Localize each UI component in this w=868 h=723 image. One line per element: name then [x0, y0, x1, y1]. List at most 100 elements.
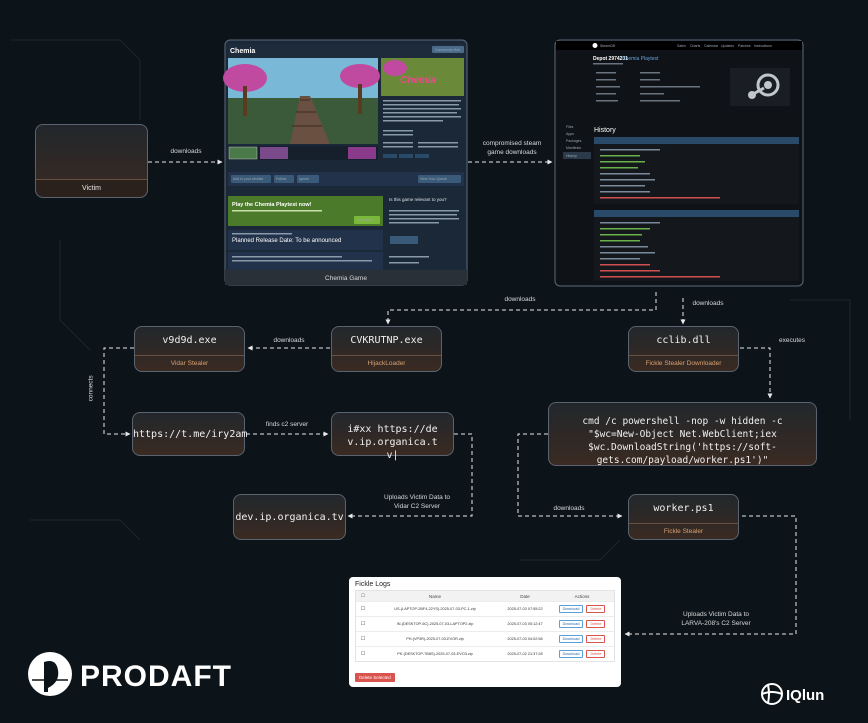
steam-store-screenshot: Community Hub Chemia Chemia: [223, 39, 468, 286]
vidar-filename: v9d9d.exe: [162, 335, 217, 346]
edge-label-victim-downloads: downloads: [170, 148, 202, 155]
steam-community-button[interactable]: Community Hub: [435, 48, 460, 52]
iqlun-wordmark: IQlun: [786, 687, 824, 704]
log-filename: US-(LAPTOP-2BF4-22YS)-2025-07-03-PC-1.zi…: [394, 607, 476, 611]
steamdb-side-apps[interactable]: Apps: [566, 132, 574, 136]
edge-label-cmd-worker: downloads: [553, 505, 585, 512]
row-checkbox[interactable]: ☐: [360, 636, 366, 642]
steam-game-title: Chemia: [230, 48, 255, 55]
telegram-url: https://t.me/iry2am: [133, 429, 248, 440]
log-date: 2025-07-03 04:02:58: [507, 637, 543, 641]
vidar-family: Vidar Stealer: [170, 360, 209, 367]
victim-node: Victim: [35, 124, 148, 198]
log-table-row: ☐ PK-(DESKTOP-7B8S)-2025-07-03-EVO3.zip 20…: [356, 646, 614, 661]
download-button[interactable]: Download: [558, 620, 584, 628]
release-date-text: Planned Release Date: To be announced: [232, 238, 341, 244]
log-rows: ☐ US-(LAPTOP-2BF4-22YS)-2025-07-03-PC-1.z…: [356, 601, 614, 661]
hijackloader-node: CVKRUTNP.exe HijackLoader: [331, 326, 442, 372]
edge-label-connects: connects: [87, 375, 95, 402]
edge-c2-to-orgtv: [347, 433, 473, 519]
worker-node: worker.ps1 Fickle Stealer: [628, 494, 739, 540]
depot-title: Depot 2974231: [593, 56, 628, 62]
prodaft-logo-icon: [28, 652, 72, 696]
edge-label-compromised-downloads: compromised steam game downloads: [482, 140, 542, 156]
log-filename: IN-(DESKTOP-6C)-2025-07-03-LAPTOP2.zip: [396, 622, 474, 626]
steamdb-nav-updates[interactable]: Updates: [721, 44, 734, 48]
download-button[interactable]: Download: [558, 650, 584, 658]
delete-selected-button[interactable]: Delete Selected: [355, 673, 395, 682]
edge-label-hijack-vidar: downloads: [273, 337, 305, 344]
col-date: Date: [520, 593, 530, 599]
delete-button[interactable]: Delete: [586, 620, 606, 628]
col-name: Name: [428, 593, 441, 599]
orgtv-node: dev.ip.organica.tv: [233, 494, 346, 540]
edge-label-upload-vidar: Uploads Victim Data to Vidar C2 Server: [384, 494, 450, 510]
row-checkbox[interactable]: ☐: [360, 606, 366, 612]
row-checkbox[interactable]: ☐: [360, 621, 366, 627]
hijack-family: HijackLoader: [367, 360, 406, 367]
background-circuit-lines: [10, 39, 851, 561]
c2-lookup-text: i#xx https://dev.ip.organica.tv|: [347, 424, 438, 461]
iqlun-logo-icon: [761, 683, 783, 705]
log-date: 2025-07-02 21:37:28: [507, 652, 543, 656]
log-date: 2025-07-03 07:55:22: [507, 607, 543, 611]
log-filename: PK-(DESKTOP-7B8S)-2025-07-03-EVO3.zip: [397, 652, 473, 656]
steamdb-side-manifests[interactable]: Manifests: [566, 146, 581, 150]
edge-label-finds-c2: finds c2 server: [265, 421, 309, 428]
view-queue-button[interactable]: View Your Queue: [420, 177, 447, 181]
orgtv-domain: dev.ip.organica.tv: [235, 512, 344, 523]
follow-button[interactable]: Follow: [276, 177, 287, 181]
fickle-logs-panel: Fickle Logs ☐ Name Date Actions ☐ US-(LAP…: [349, 577, 621, 687]
edge-cclib-to-cmd: [740, 347, 773, 399]
steamdb-nav-sales[interactable]: Sales: [677, 44, 686, 48]
cclib-node: cclib.dll Fickle Stealer Downloader: [628, 326, 739, 372]
playtest-title: Play the Chemia Playtest now!: [232, 202, 312, 208]
steam-logo-icon: [730, 68, 790, 106]
edge-steamdb-to-hijack: [385, 292, 657, 325]
steamdb-nav-charts[interactable]: Charts: [690, 44, 701, 48]
fickle-logs-title: Fickle Logs: [355, 581, 391, 588]
steamdb-side-files[interactable]: Files: [566, 125, 574, 129]
steamdb-nav-patches[interactable]: Patches: [738, 44, 751, 48]
steamdb-side-history[interactable]: History: [566, 154, 577, 158]
edge-label-steamdb-hijack: downloads: [504, 296, 536, 303]
download-button[interactable]: Download: [558, 635, 584, 643]
cmd-command: cmd /c powershell -nop -w hidden -c "$wc…: [582, 416, 783, 466]
hijack-filename: CVKRUTNP.exe: [350, 335, 423, 346]
relevance-question: Is this game relevant to you?: [389, 197, 447, 202]
edge-label-upload-larva: Uploads Victim Data to LARVA-208's C2 Se…: [681, 611, 751, 627]
edge-vidar-to-telegram: [103, 347, 134, 437]
worker-filename: worker.ps1: [653, 503, 714, 514]
prodaft-wordmark: PRODAFT: [80, 660, 232, 693]
row-checkbox[interactable]: ☐: [360, 651, 366, 657]
download-button[interactable]: Download: [558, 605, 584, 613]
steamdb-side-packages[interactable]: Packages: [566, 139, 582, 143]
col-actions: Actions: [574, 593, 590, 599]
steamdb-nav-calendar[interactable]: Calendar: [704, 44, 719, 48]
cmd-node: cmd /c powershell -nop -w hidden -c "$wc…: [548, 402, 817, 466]
cclib-filename: cclib.dll: [656, 335, 711, 346]
edge-worker-to-logs: [624, 515, 797, 637]
delete-button[interactable]: Delete: [586, 650, 606, 658]
vidar-node: v9d9d.exe Vidar Stealer: [134, 326, 245, 372]
steam-logo-text: Chemia: [400, 75, 437, 86]
history-title: History: [594, 127, 616, 134]
delete-button[interactable]: Delete: [586, 605, 606, 613]
delete-button[interactable]: Delete: [586, 635, 606, 643]
log-table-row: ☐ PH-(VP3R)-2025-07-03-EVOR.zip 2025-07-03…: [356, 631, 614, 646]
ignore-button[interactable]: Ignore: [299, 177, 309, 181]
log-table-row: ☐ IN-(DESKTOP-6C)-2025-07-03-LAPTOP2.zip 2…: [356, 616, 614, 631]
log-date: 2025-07-03 05:12:47: [507, 622, 543, 626]
log-filename: PH-(VP3R)-2025-07-03-EVOR.zip: [406, 637, 464, 641]
log-table-row: ☐ US-(LAPTOP-2BF4-22YS)-2025-07-03-PC-1.z…: [356, 601, 614, 616]
steamdb-nav-instructions[interactable]: Instructions: [754, 44, 772, 48]
depot-link[interactable]: Chemia Playtest: [622, 56, 659, 62]
victim-label: Victim: [82, 185, 101, 192]
playtest-download-button[interactable]: Download: [357, 218, 373, 222]
wishlist-button[interactable]: Add to your wishlist: [233, 177, 263, 181]
telegram-node: https://t.me/iry2am: [132, 412, 248, 456]
c2-lookup-node: i#xx https://dev.ip.organica.tv|: [331, 412, 454, 461]
worker-family: Fickle Stealer: [663, 528, 704, 535]
steam-caption: Chemia Game: [325, 275, 367, 282]
